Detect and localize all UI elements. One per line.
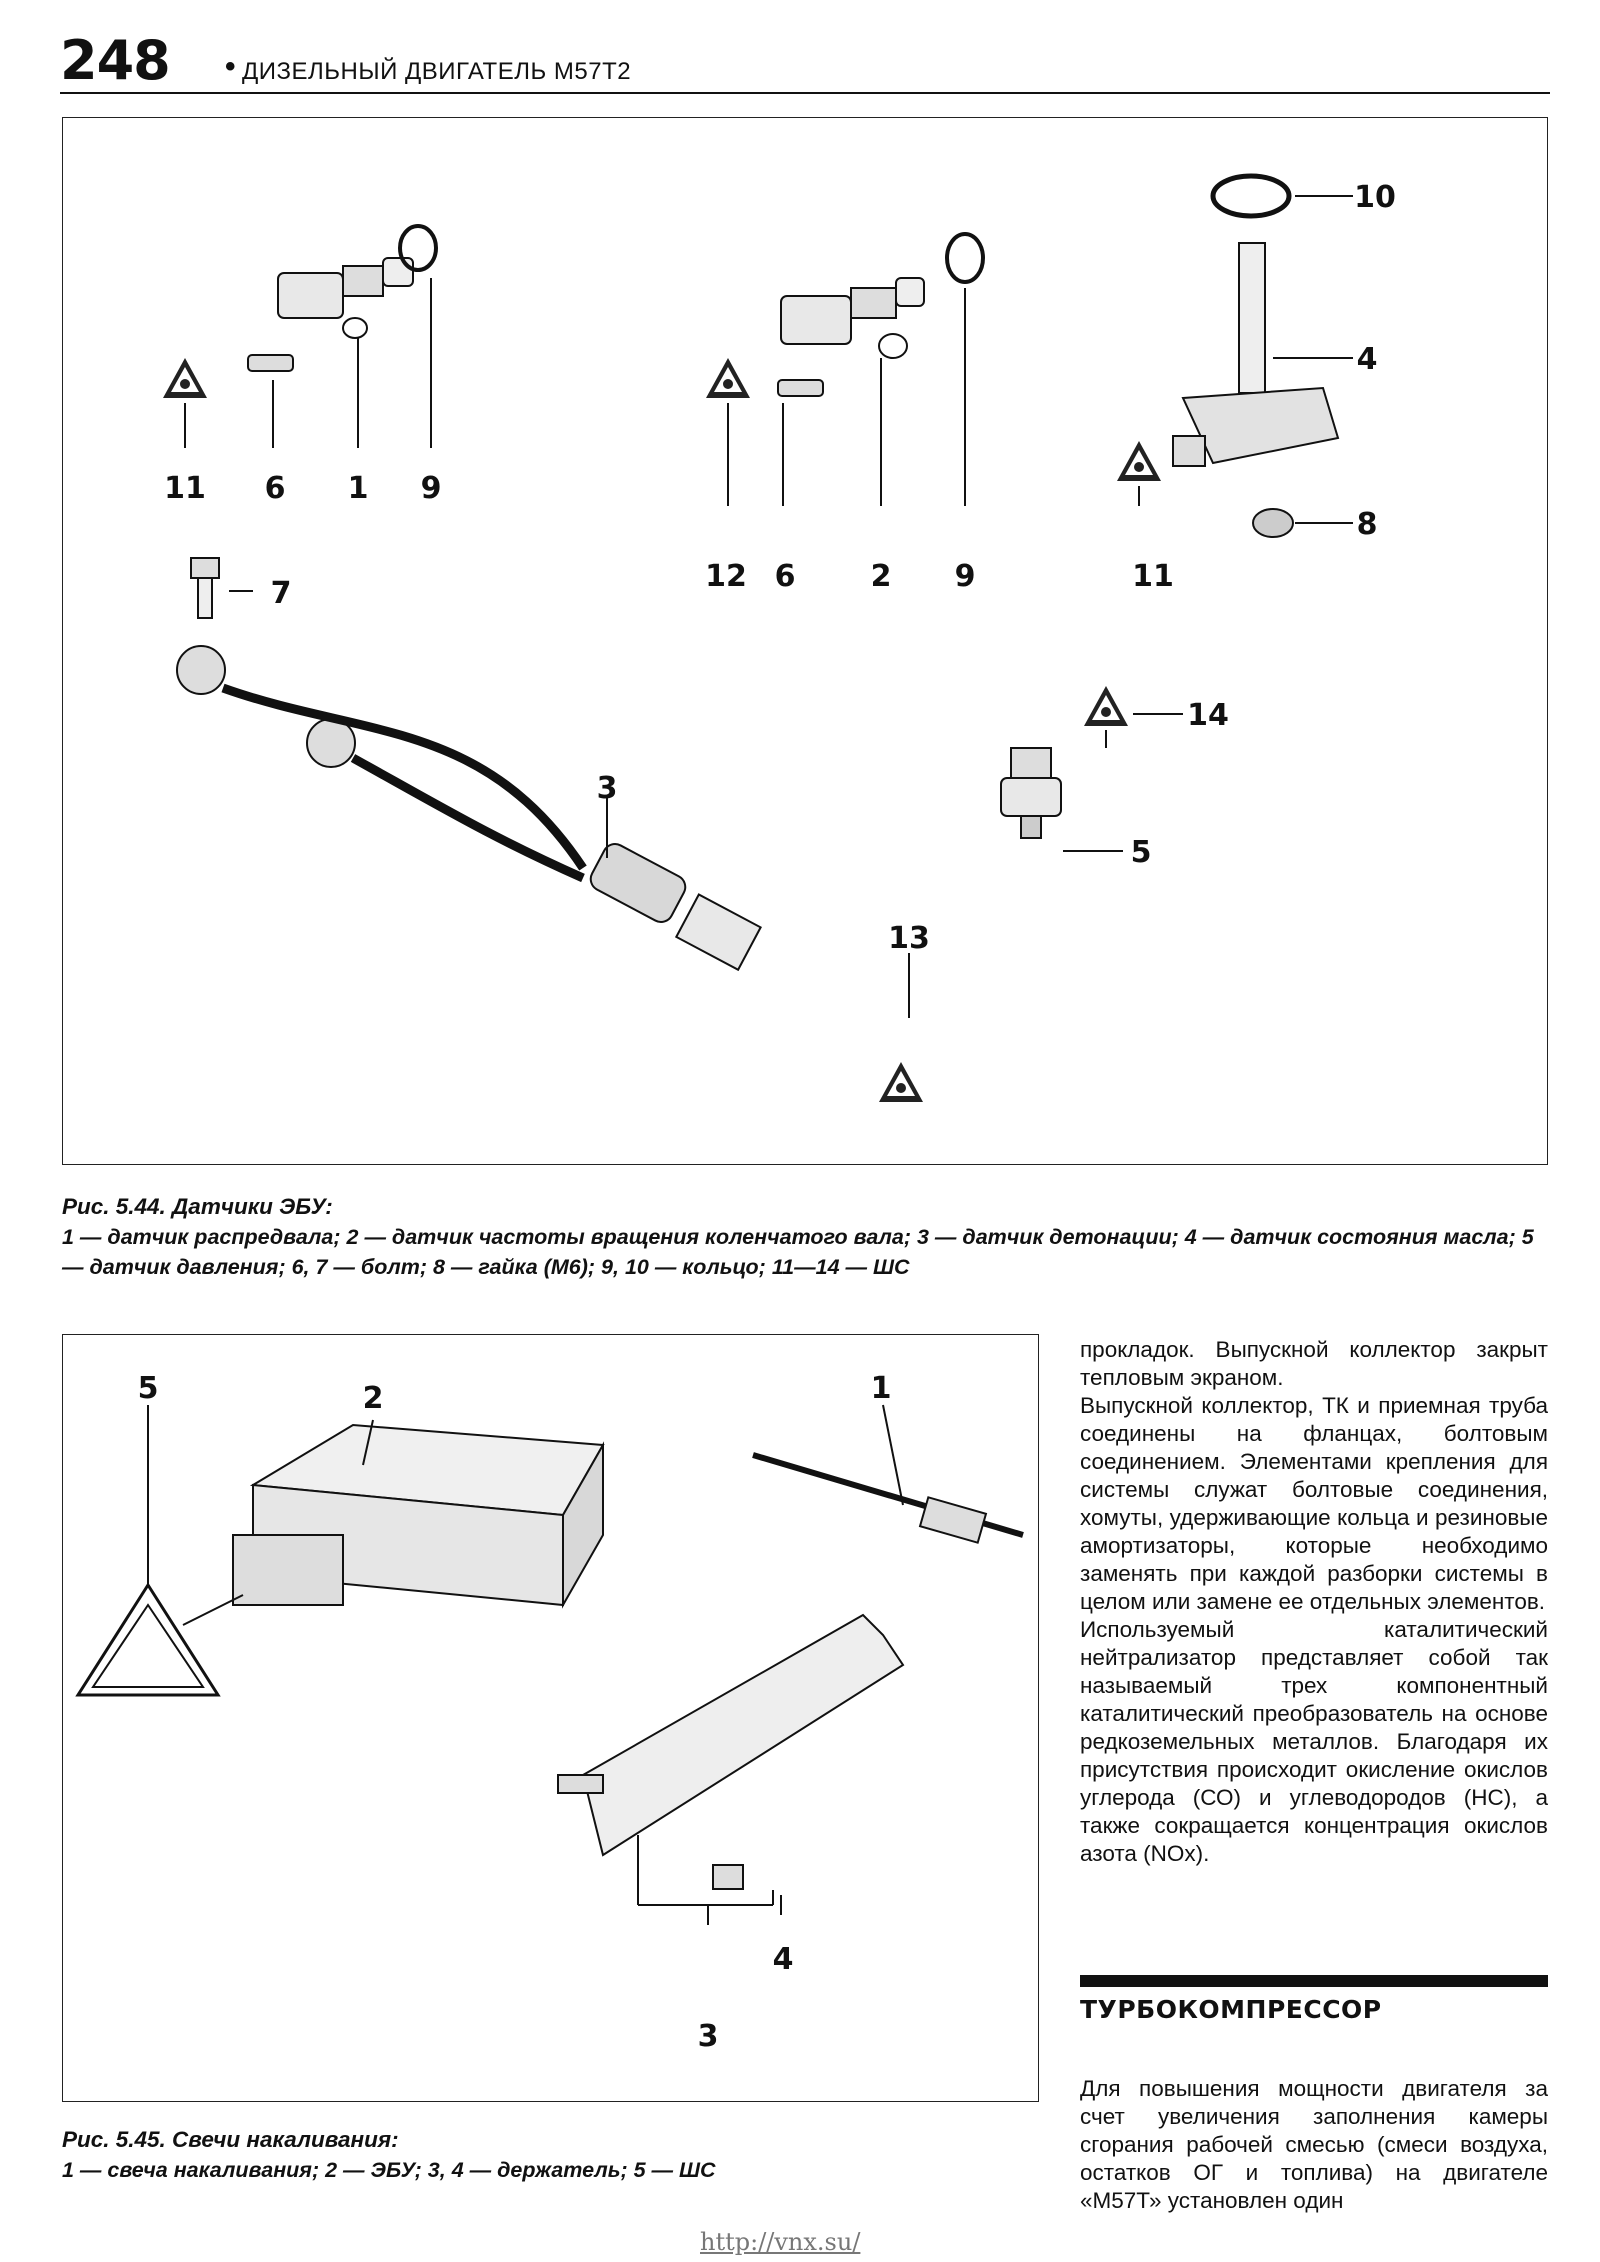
- callout-10: 10: [1354, 180, 1396, 215]
- callout-11-left: 11: [164, 471, 206, 506]
- figure-5-44-drawing: 11 6 1 9 12 6 2 9 10 4 8 11 7 3 13 14 5: [163, 173, 1396, 1102]
- callout-6-right: 6: [775, 559, 796, 594]
- bolt-6-right: [777, 379, 824, 397]
- warning-icon-14: [1084, 686, 1128, 726]
- caption-text: 1 — свеча накаливания; 2 — ЭБУ; 3, 4 — д…: [62, 2158, 716, 2182]
- bracket-drawing: [557, 1613, 905, 1857]
- warning-icon-11-left: [163, 358, 207, 398]
- figure-5-44: 11 6 1 9 12 6 2 9 10 4 8 11 7 3 13 14 5: [62, 117, 1548, 1165]
- callout-4-holder: 4: [773, 1942, 794, 1977]
- caption-text: 1 — датчик распредвала; 2 — датчик часто…: [62, 1225, 1534, 1279]
- paragraph: Выпускной коллектор, ТК и приемная труба…: [1080, 1393, 1548, 1614]
- o-ring-9-left: [398, 224, 438, 272]
- callout-4: 4: [1357, 342, 1378, 377]
- oil-condition-sensor-drawing: [1172, 173, 1340, 538]
- paragraph: прокладок. Выпускной коллектор закрыт те…: [1080, 1337, 1548, 1390]
- bolt-7-head: [190, 557, 220, 579]
- o-ring-9-right: [945, 232, 985, 284]
- body-text-column: прокладок. Выпускной коллектор закрыт те…: [1080, 1336, 1548, 1868]
- warning-icon-5: [75, 1582, 221, 1697]
- callout-9-left: 9: [421, 471, 442, 506]
- figure-5-44-caption: Рис. 5.44. Датчики ЭБУ: 1 — датчик распр…: [62, 1192, 1548, 1282]
- nut-8-drawing: [1252, 508, 1294, 538]
- pressure-sensor-drawing: [1000, 747, 1062, 839]
- chapter-title: ДИЗЕЛЬНЫЙ ДВИГАТЕЛЬ М57Т2: [242, 58, 632, 85]
- callout-9-right: 9: [955, 559, 976, 594]
- callout-3: 3: [597, 771, 618, 806]
- footer-link[interactable]: http://vnx.su/: [700, 2228, 861, 2256]
- callout-13: 13: [888, 921, 930, 956]
- callout-12: 12: [705, 559, 747, 594]
- page-number: 248: [60, 29, 171, 92]
- callout-1-glow-plug: 1: [871, 1371, 892, 1406]
- warning-icon-13: [879, 1062, 923, 1102]
- header-bullet: •: [225, 50, 236, 83]
- caption-title: Рис. 5.44. Датчики ЭБУ:: [62, 1194, 333, 1219]
- bolt-6-left: [247, 354, 294, 372]
- callout-5: 5: [1131, 835, 1152, 870]
- section-divider: [1080, 1975, 1548, 1987]
- callout-8: 8: [1357, 507, 1378, 542]
- paragraph: Для повышения мощности двигателя за счет…: [1080, 2075, 1548, 2213]
- paragraph: Используемый каталитический нейтрализато…: [1080, 1617, 1548, 1866]
- section-heading: ТУРБОКОМПРЕССОР: [1080, 1995, 1382, 2024]
- callout-5-connector: 5: [138, 1371, 159, 1406]
- callout-14: 14: [1187, 698, 1229, 733]
- camshaft-sensor-drawing: [277, 257, 414, 339]
- warning-icon-11-right: [1117, 441, 1161, 481]
- figure-5-45: 2 1 5 4 3: [62, 1334, 1039, 2102]
- bolt-7-shank: [197, 577, 213, 619]
- callout-11-right: 11: [1132, 559, 1174, 594]
- callout-2-ecu: 2: [363, 1381, 384, 1416]
- page-header: 248 • ДИЗЕЛЬНЫЙ ДВИГАТЕЛЬ М57Т2: [60, 30, 1550, 94]
- warning-icon-12: [706, 358, 750, 398]
- crankshaft-sensor-drawing: [780, 277, 925, 359]
- bolt-4-drawing: [712, 1864, 744, 1890]
- callout-3-holder: 3: [698, 2019, 719, 2054]
- callout-1: 1: [348, 471, 369, 506]
- callout-2: 2: [871, 559, 892, 594]
- caption-title: Рис. 5.45. Свечи накаливания:: [62, 2127, 399, 2152]
- ecu-drawing: [232, 1423, 605, 1609]
- body-text-column-continued: Для повышения мощности двигателя за счет…: [1080, 2052, 1548, 2237]
- callout-6-left: 6: [265, 471, 286, 506]
- figure-5-45-caption: Рис. 5.45. Свечи накаливания: 1 — свеча …: [62, 2125, 1042, 2185]
- knock-sensor-drawing: [176, 645, 762, 972]
- callout-7: 7: [271, 576, 292, 611]
- figure-5-45-drawing: 2 1 5 4 3: [75, 1371, 1024, 2054]
- glow-plug-drawing: [752, 1452, 1024, 1544]
